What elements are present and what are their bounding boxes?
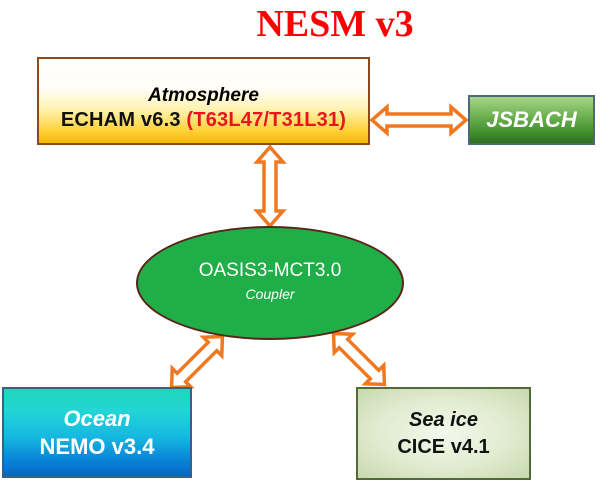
ocean-box: Ocean NEMO v3.4 — [2, 387, 192, 478]
atmosphere-label: Atmosphere — [148, 84, 259, 106]
ocean-label: Ocean — [63, 405, 131, 431]
arrow-coupler-seaice — [331, 331, 387, 387]
land-label: JSBACH — [486, 107, 577, 132]
atmosphere-model-line: ECHAM v6.3 (T63L47/T31L31) — [61, 109, 346, 132]
land-jsbach-box: JSBACH — [468, 95, 595, 145]
coupler-name: OASIS3-MCT3.0 — [198, 260, 342, 281]
sea-ice-model: CICE v4.1 — [397, 435, 490, 458]
diagram-title: NESM v3 — [256, 3, 414, 45]
arrow-atmosphere-coupler — [253, 144, 287, 229]
sea-ice-box: Sea ice CICE v4.1 — [356, 387, 531, 480]
coupler-ellipse: OASIS3-MCT3.0 Coupler — [136, 226, 404, 340]
atmosphere-model: ECHAM v6.3 — [60, 108, 187, 131]
sea-ice-label: Sea ice — [409, 408, 478, 431]
arrow-atmosphere-jsbach — [369, 103, 469, 137]
coupler-label: Coupler — [245, 286, 295, 302]
ocean-model: NEMO v3.4 — [39, 433, 155, 459]
atmosphere-resolution: (T63L47/T31L31) — [186, 108, 347, 131]
atmosphere-box: Atmosphere ECHAM v6.3 (T63L47/T31L31) — [37, 57, 370, 145]
